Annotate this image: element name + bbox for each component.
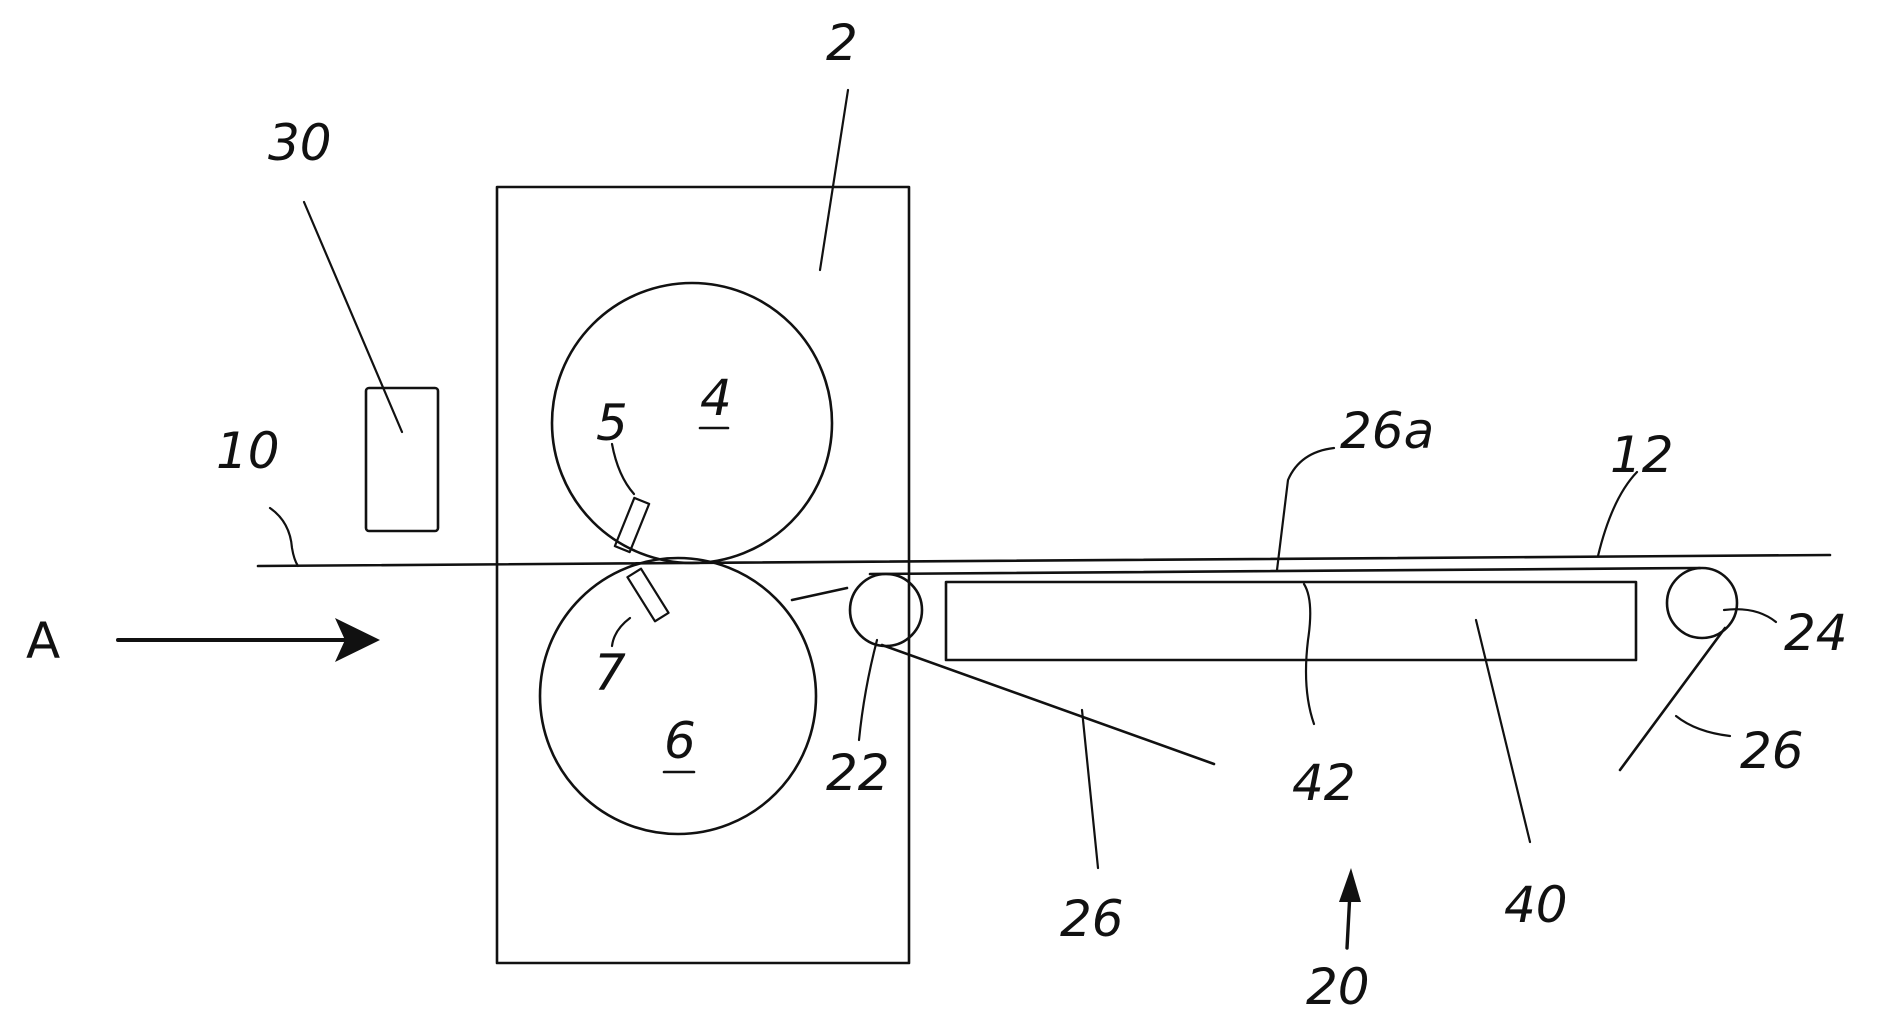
leader-26a (1277, 448, 1334, 570)
label-direction: A (26, 612, 60, 670)
leader-42 (1304, 584, 1314, 724)
material-web (258, 555, 1830, 566)
label-incoming-web: 10 (216, 422, 280, 480)
label-outgoing-web: 12 (1610, 426, 1674, 484)
label-belt-upper: 26a (1340, 402, 1434, 460)
leader-12 (1598, 472, 1637, 556)
label-belt-rear: 26 (1740, 722, 1804, 780)
label-lower-roll: 6 (664, 712, 696, 770)
leader-40 (1476, 620, 1530, 842)
scraper-line (792, 588, 847, 600)
label-belt-lower: 26 (1060, 890, 1124, 948)
support-table (946, 582, 1636, 660)
leader-22 (859, 640, 877, 740)
lower-roll (540, 558, 816, 834)
leader-10 (270, 508, 298, 566)
conveyor-arrow (1339, 868, 1361, 948)
label-device: 2 (826, 14, 858, 72)
upper-roll (552, 283, 832, 563)
rear-pulley (1667, 568, 1737, 638)
direction-arrow (118, 618, 380, 662)
label-sensor: 30 (268, 114, 332, 172)
belt-lower-strand (882, 645, 1214, 764)
label-lower-knife: 7 (594, 644, 626, 702)
belt-upper-strand (870, 568, 1700, 574)
leader-30 (304, 202, 402, 432)
leader-7 (612, 618, 630, 646)
label-upper-roll: 4 (700, 369, 732, 427)
sensor-box (366, 388, 438, 531)
lower-knife (627, 569, 668, 622)
front-pulley (850, 574, 922, 646)
label-conveyor: 20 (1306, 958, 1370, 1016)
label-upper-knife: 5 (596, 394, 628, 452)
housing-frame (497, 187, 909, 963)
leader-2 (820, 90, 848, 270)
label-rear-pulley: 24 (1784, 604, 1848, 662)
label-front-pulley: 22 (826, 744, 890, 802)
leader-26-left (1082, 710, 1098, 868)
label-table-surface: 42 (1292, 754, 1356, 812)
leader-26-right (1676, 716, 1730, 736)
label-table: 40 (1504, 876, 1568, 934)
